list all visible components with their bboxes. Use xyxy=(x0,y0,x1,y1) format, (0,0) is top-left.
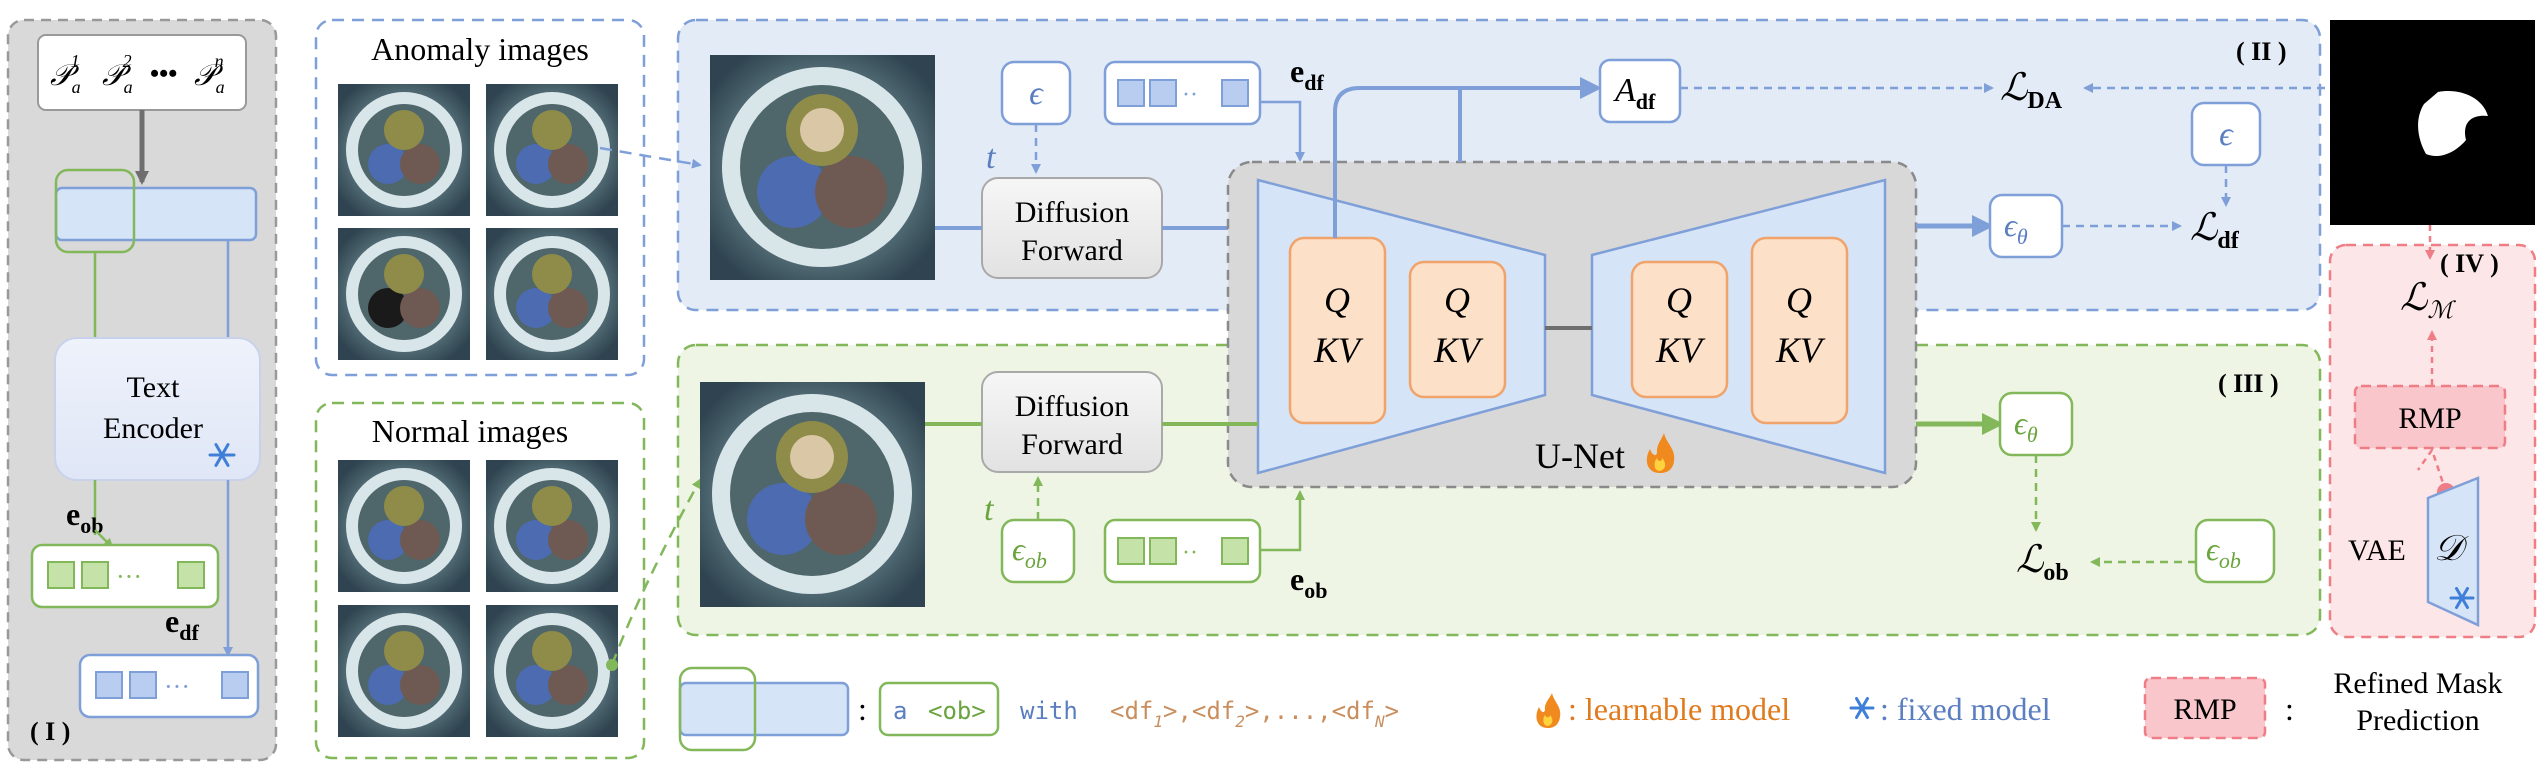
qkv-block-1-q: Q xyxy=(1324,280,1350,320)
qkv-block-3: Q KV xyxy=(1630,260,1729,399)
normal-thumb-1 xyxy=(338,460,470,592)
legend-fixed: : fixed model xyxy=(1880,691,2051,727)
anomaly-image-large xyxy=(710,55,935,280)
diffusion-forward-anomaly-line2: Forward xyxy=(1021,234,1123,267)
fire-icon xyxy=(1536,693,1561,728)
rmp-module xyxy=(2353,384,2507,450)
attention-map-a-df: Adf xyxy=(1613,72,1656,114)
timestep-t-anomaly: t xyxy=(986,139,997,176)
svg-text:··: ·· xyxy=(1182,540,1198,566)
e-ob-label-normal: eob xyxy=(1290,561,1327,603)
qkv-block-2: Q KV xyxy=(1408,260,1507,399)
snowflake-icon xyxy=(1849,697,1875,719)
noise-eps-ob: ϵob xyxy=(1012,531,1047,573)
svg-text:···: ··· xyxy=(116,562,142,591)
gt-noise-ob-box xyxy=(2194,518,2276,584)
prompt-tokens: 𝒫a1 𝒫a2 ••• 𝒫an xyxy=(50,41,225,97)
e-ob-label: eob xyxy=(66,496,103,538)
legend: : a <ob> with <df1>,<df2>,...,<dfN> : le… xyxy=(678,666,2503,752)
panel-II-label: ( II ) xyxy=(2236,37,2287,66)
anomaly-thumb-2 xyxy=(486,84,618,216)
panel-I-label: ( I ) xyxy=(30,717,70,746)
predicted-noise-anomaly: ϵθ xyxy=(2004,207,2028,249)
e-df-token-box xyxy=(78,653,260,719)
e-df-anomaly-cubes: ·· xyxy=(1117,79,1249,108)
snowflake-icon xyxy=(2449,587,2475,609)
legend-rmp: RMP xyxy=(2173,693,2236,726)
loss-df: ℒdf xyxy=(2190,207,2240,254)
anomaly-thumb-3 xyxy=(338,228,470,360)
qkv-block-4-q: Q xyxy=(1786,280,1812,320)
qkv-block-2-kv: KV xyxy=(1433,330,1484,370)
legend-learnable: : learnable model xyxy=(1568,691,1790,727)
svg-text:···: ··· xyxy=(164,672,190,701)
anomaly-images-title: Anomaly images xyxy=(371,31,589,67)
qkv-block-1-kv: KV xyxy=(1313,330,1364,370)
anomaly-mask-image xyxy=(2330,20,2535,225)
e-ob-normal-cubes: ·· xyxy=(1117,537,1249,566)
vae-decoder xyxy=(2426,476,2480,627)
qkv-block-1: Q KV xyxy=(1288,236,1387,425)
normal-thumb-3 xyxy=(338,605,470,737)
snowflake-icon xyxy=(208,443,236,467)
loss-ob: ℒob xyxy=(2016,539,2069,586)
normal-image-large xyxy=(700,382,925,607)
attention-map-box xyxy=(1598,58,1682,124)
e-ob-token-box xyxy=(30,543,220,609)
legend-colon-2: : xyxy=(2285,691,2294,727)
normal-thumb-2 xyxy=(486,460,618,592)
normal-images-title: Normal images xyxy=(372,413,568,449)
qkv-block-4: Q KV xyxy=(1750,236,1849,425)
qkv-block-3-kv: KV xyxy=(1655,330,1706,370)
timestep-t-normal: t xyxy=(984,491,995,528)
qkv-block-4-kv: KV xyxy=(1775,330,1826,370)
normal-thumb-4 xyxy=(486,605,618,737)
gt-noise-epsilon: ϵ xyxy=(2219,116,2234,153)
e-ob-cubes: ··· xyxy=(47,561,205,591)
loss-mask: ℒℳ xyxy=(2400,277,2456,324)
predicted-noise-normal: ϵθ xyxy=(2014,405,2038,447)
vae-label: VAE xyxy=(2348,534,2406,567)
rmp-label: RMP xyxy=(2398,402,2461,435)
anomaly-images-group: Anomaly images xyxy=(314,18,646,377)
legend-prompt-template: a <ob> with xyxy=(893,697,1078,725)
legend-rmp-desc-2: Prediction xyxy=(2356,704,2479,737)
diffusion-forward-anomaly-line1: Diffusion xyxy=(1015,196,1129,229)
panel-III-label: ( III ) xyxy=(2218,369,2279,398)
e-df-cubes: ··· xyxy=(95,671,249,701)
diffusion-forward-normal-line1: Diffusion xyxy=(1015,390,1129,423)
legend-rmp-desc-1: Refined Mask xyxy=(2333,667,2502,700)
legend-colon-1: : xyxy=(858,691,867,727)
gt-noise-eps-ob: ϵob xyxy=(2206,531,2241,573)
legend-df-tokens: <df1>,<df2>,...,<dfN> xyxy=(1110,697,1399,731)
e-df-label: edf xyxy=(165,603,199,645)
noise-epsilon: ϵ xyxy=(1029,75,1044,112)
panel-refined-mask: ( IV ) ℒℳ RMP 𝒟 VAE xyxy=(2328,225,2537,639)
diffusion-forward-normal-line2: Forward xyxy=(1021,428,1123,461)
anomaly-thumb-1 xyxy=(338,84,470,216)
e-df-embedding-anomaly xyxy=(1103,60,1262,126)
normal-images-group: Normal images xyxy=(314,401,646,760)
panel-IV-label: ( IV ) xyxy=(2440,249,2499,278)
fire-icon xyxy=(1646,433,1675,473)
unet-label: U-Net xyxy=(1535,436,1625,476)
text-encoder-title-2: Encoder xyxy=(103,412,203,445)
qkv-block-2-q: Q xyxy=(1444,280,1470,320)
anomaly-thumb-4 xyxy=(486,228,618,360)
loss-da: ℒDA xyxy=(2000,67,2063,114)
text-encoder-title-1: Text xyxy=(127,371,181,404)
e-df-label-anomaly: edf xyxy=(1290,53,1324,95)
qkv-block-3-q: Q xyxy=(1666,280,1692,320)
panel-text-encoder: 𝒫a1 𝒫a2 ••• 𝒫an Text Encoder eob ··· edf xyxy=(6,18,278,762)
svg-text:··: ·· xyxy=(1182,82,1198,108)
